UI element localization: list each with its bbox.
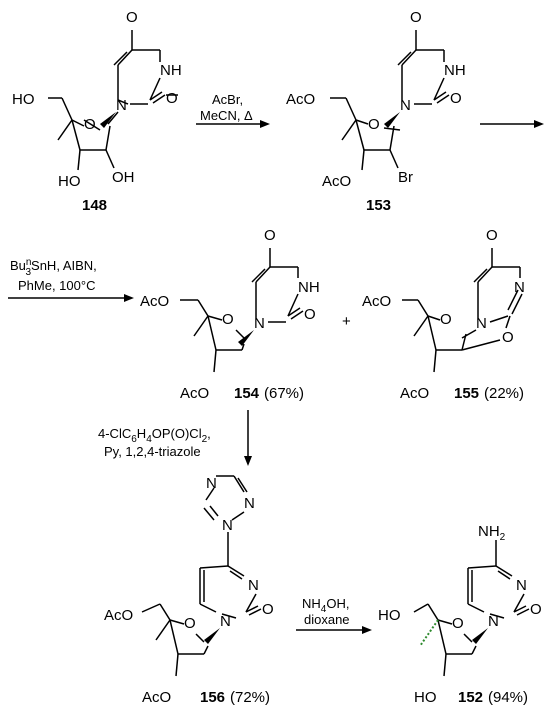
step1-reagent-line2: MeCN, Δ	[200, 108, 253, 123]
c154-label: 154	[234, 385, 260, 402]
c152-n3: N	[516, 577, 527, 594]
arrow-step4: NH4OH, dioxane	[296, 596, 372, 634]
c152-n1: N	[488, 613, 499, 630]
c156-aco-5: AcO	[104, 607, 133, 624]
c153-aco-3: AcO	[322, 173, 351, 190]
plus-sign: +	[342, 313, 351, 330]
step1-reagent-line1: AcBr,	[212, 92, 243, 107]
c155-label: 155	[454, 385, 479, 402]
c156-oxo: O	[262, 601, 274, 618]
c156-ring-o: O	[184, 615, 196, 632]
step4-reagent-line2: dioxane	[304, 612, 350, 627]
c152-oxo: O	[530, 601, 542, 618]
c148-label: 148	[82, 197, 107, 214]
c155-ring-o: O	[440, 311, 452, 328]
c154-oxo-top: O	[264, 227, 276, 244]
c154-oxo-right: O	[304, 306, 316, 323]
c156-triazole-n4: N	[206, 475, 217, 492]
c148-oh-2: OH	[112, 169, 135, 186]
c155-aco-5: AcO	[362, 293, 391, 310]
c156-triazole-n2: N	[244, 495, 255, 512]
c153-aco-5: AcO	[286, 91, 315, 108]
c148-ho-3: HO	[58, 173, 81, 190]
c155-anhydro-o: O	[502, 329, 514, 346]
c155-n1: N	[476, 315, 487, 332]
c155-aco-3: AcO	[400, 385, 429, 402]
c153-nh: NH	[444, 62, 466, 79]
step2-reagent-line2: PhMe, 100°C	[18, 278, 95, 293]
c155-oxo-top: O	[486, 227, 498, 244]
c153-oxo-right: O	[450, 90, 462, 107]
compound-155: O N N O O AcO AcO 155 (22%)	[362, 227, 525, 402]
compound-154: O NH O N O AcO AcO 154 (67%)	[140, 227, 320, 402]
c153-label: 153	[366, 197, 391, 214]
c152-label: 152	[458, 689, 483, 706]
arrow-continue	[480, 120, 544, 128]
c153-ring-o: O	[368, 116, 380, 133]
compound-156: N N N N O N O AcO AcO 156 (72%)	[104, 475, 274, 706]
compound-153: O NH O N O AcO AcO Br 153	[286, 9, 466, 214]
c154-n1: N	[254, 315, 265, 332]
c153-br: Br	[398, 169, 413, 186]
c152-methyl-bond	[419, 619, 439, 647]
c155-yield: (22%)	[484, 385, 524, 402]
c148-ho-5: HO	[12, 91, 35, 108]
c156-aco-3: AcO	[142, 689, 171, 706]
c156-yield: (72%)	[230, 689, 270, 706]
c152-yield: (94%)	[488, 689, 528, 706]
c152-nh2: NH2	[478, 523, 506, 543]
step3-reagent-line2: Py, 1,2,4-triazole	[104, 444, 201, 459]
arrow-step1: AcBr, MeCN, Δ	[196, 92, 270, 128]
c148-oxo-right: O	[166, 90, 178, 107]
c148-nh: NH	[160, 62, 182, 79]
c154-aco-5: AcO	[140, 293, 169, 310]
c156-n3: N	[248, 577, 259, 594]
compound-148: O NH O N O HO HO OH 148	[12, 9, 182, 214]
c152-ho-5: HO	[378, 607, 401, 624]
c148-ring-o: O	[84, 116, 96, 133]
step4-reagent-line1: NH4OH,	[302, 596, 349, 615]
step3-reagent-line1: 4-ClC6H4OP(O)Cl2,	[98, 426, 211, 445]
c155-n3: N	[514, 279, 525, 296]
c156-n1: N	[220, 613, 231, 630]
c156-triazole-n1: N	[222, 517, 233, 534]
c148-oxo-top: O	[126, 9, 138, 26]
c154-aco-3: AcO	[180, 385, 209, 402]
c152-ring-o: O	[452, 615, 464, 632]
compound-152: NH2 N O N O HO HO 152 (94%)	[378, 523, 542, 706]
c152-ho-3: HO	[414, 689, 437, 706]
c154-nh: NH	[298, 279, 320, 296]
c154-yield: (67%)	[264, 385, 304, 402]
arrow-step3: 4-ClC6H4OP(O)Cl2, Py, 1,2,4-triazole	[98, 410, 252, 466]
c153-oxo-top: O	[410, 9, 422, 26]
c156-label: 156	[200, 689, 225, 706]
c153-n1: N	[400, 97, 411, 114]
c148-n1: N	[116, 97, 127, 114]
c154-ring-o: O	[222, 311, 234, 328]
